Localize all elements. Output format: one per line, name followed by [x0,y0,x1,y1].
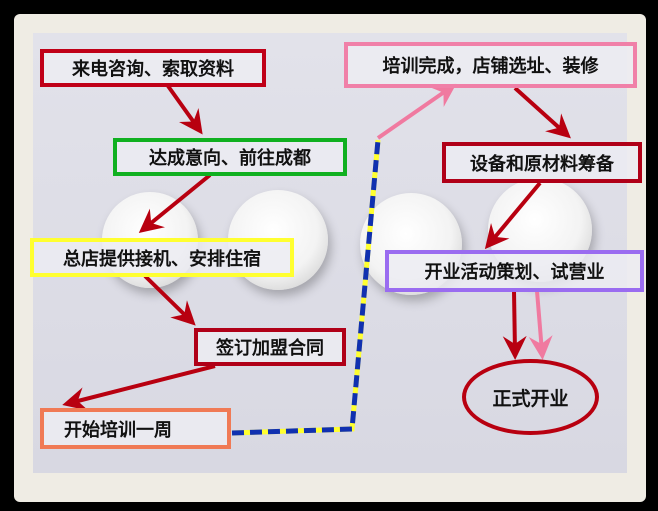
step-label: 培训完成，店铺选址、装修 [382,56,599,77]
step-equipment: 设备和原材料筹备 [442,142,642,183]
arrow [166,84,203,135]
dashed-connector [231,139,381,436]
step-training: 开始培训一周 [40,408,231,449]
step-site-selection: 培训完成，店铺选址、装修 [344,42,637,88]
step-inquiry: 来电咨询、索取资料 [40,49,266,87]
step-label: 总店提供接机、安排住宿 [63,248,261,270]
arrow [138,173,212,234]
step-trial-opening: 开业活动策划、试营业 [385,250,644,292]
arrow [484,181,542,250]
arrow [376,83,457,140]
step-pickup: 总店提供接机、安排住宿 [30,238,294,277]
arrow [528,290,553,360]
arrow [62,364,216,411]
dashed-connector [231,139,381,436]
arrow [143,274,196,326]
step-label: 达成意向、前往成都 [149,148,311,169]
step-label: 开业活动策划、试营业 [424,262,605,283]
arrow [502,290,527,360]
step-grand-opening: 正式开业 [462,359,599,435]
step-agreement: 达成意向、前往成都 [113,138,347,176]
step-label: 签订加盟合同 [216,338,324,359]
step-label: 开始培训一周 [64,419,172,441]
step-label: 来电咨询、索取资料 [72,59,234,80]
step-contract: 签订加盟合同 [194,328,346,366]
step-label: 设备和原材料筹备 [470,153,614,175]
arrow [513,86,571,139]
step-label: 正式开业 [492,387,569,410]
